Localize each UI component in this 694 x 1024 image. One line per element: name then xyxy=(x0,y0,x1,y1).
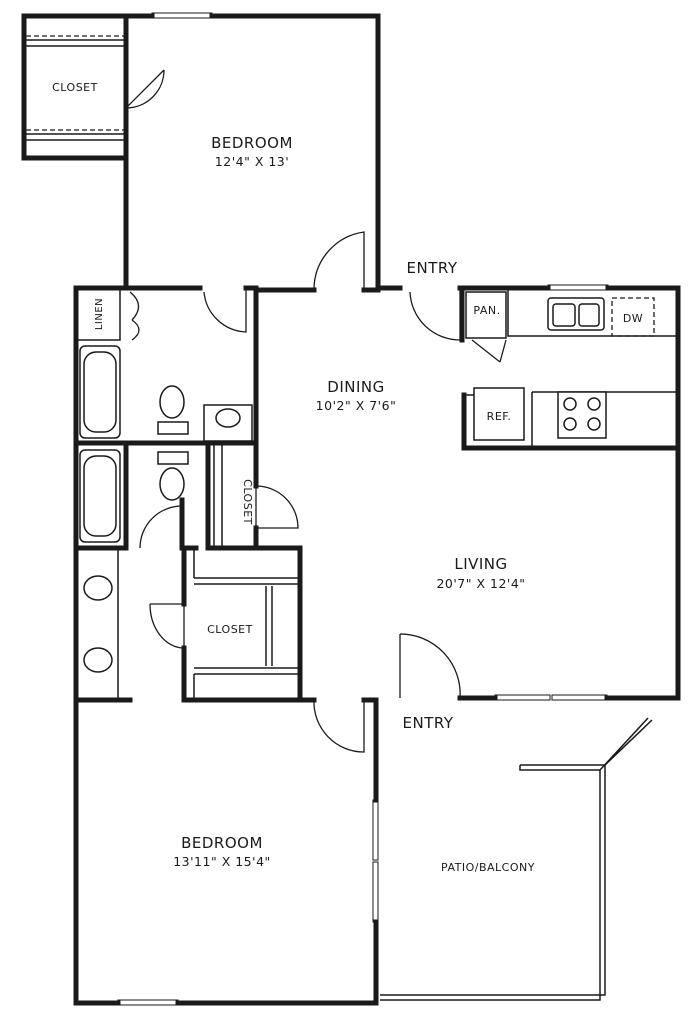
bedroom-top-dim: 12'4" X 13' xyxy=(215,154,289,169)
pantry-label: PAN. xyxy=(473,304,500,317)
living-dim: 20'7" X 12'4" xyxy=(436,576,525,591)
window-kitchen xyxy=(547,284,609,291)
bedroom-top-name: BEDROOM xyxy=(211,134,293,152)
living-name: LIVING xyxy=(454,555,507,573)
closet-top-label: CLOSET xyxy=(52,81,98,94)
dishwasher-label: DW xyxy=(623,312,643,325)
dining-dim: 10'2" X 7'6" xyxy=(316,398,397,413)
toilet-icon xyxy=(159,467,185,501)
sink-icon xyxy=(83,575,113,601)
entry-top-label: ENTRY xyxy=(407,259,458,277)
window-bedroom-bottom xyxy=(117,999,179,1006)
entry-bottom-label: ENTRY xyxy=(403,714,454,732)
details xyxy=(26,35,676,1001)
toilet-icon xyxy=(159,385,185,419)
window-living-1 xyxy=(494,694,551,701)
closet-mid-label: CLOSET xyxy=(207,623,253,636)
patio-label: PATIO/BALCONY xyxy=(441,861,535,874)
windows xyxy=(117,12,609,1006)
refrigerator-icon xyxy=(473,387,525,441)
bathtub-icon xyxy=(79,449,121,543)
refrigerator-label: REF. xyxy=(487,410,512,423)
window-bedroom-side-2 xyxy=(372,861,379,923)
doors xyxy=(125,69,507,753)
labels: CLOSET BEDROOM 12'4" X 13' ENTRY LINEN P… xyxy=(52,81,643,874)
closet-hall-label: CLOSET xyxy=(241,479,254,525)
bedroom-bottom-name: BEDROOM xyxy=(181,834,263,852)
linen-label: LINEN xyxy=(94,298,105,330)
fixtures xyxy=(79,291,655,673)
window-living-2 xyxy=(551,694,608,701)
bedroom-bottom-dim: 13'11" X 15'4" xyxy=(173,854,271,869)
stove-icon xyxy=(557,391,607,439)
window-bedroom-side-1 xyxy=(372,799,379,861)
sink-icon xyxy=(83,647,113,673)
bathtub-icon xyxy=(79,345,121,439)
sink-icon xyxy=(203,404,253,442)
kitchen-sink-icon xyxy=(547,297,605,331)
walls xyxy=(21,13,681,1006)
dining-name: DINING xyxy=(327,378,384,396)
dishwasher-icon xyxy=(611,297,655,337)
window-bedroom-top xyxy=(151,12,213,19)
